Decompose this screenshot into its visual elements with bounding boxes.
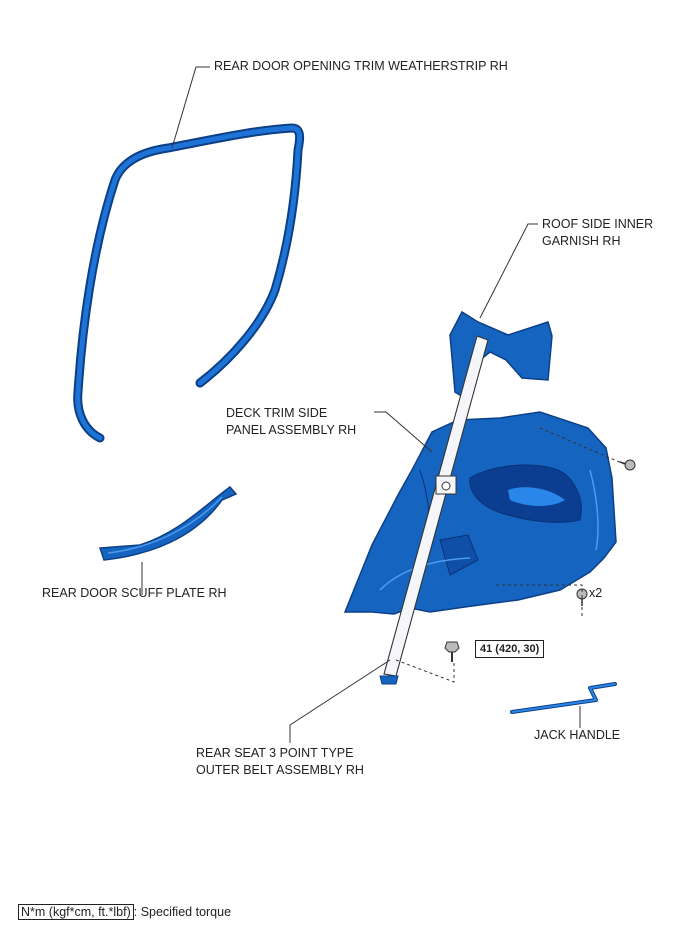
label-deck-trim-line2: PANEL ASSEMBLY RH <box>226 423 357 437</box>
deck-trim-side-panel-part <box>343 411 617 615</box>
label-seat-belt-line2: OUTER BELT ASSEMBLY RH <box>196 763 364 777</box>
label-roof-garnish: ROOF SIDE INNER GARNISH RH <box>542 216 653 250</box>
label-deck-trim: DECK TRIM SIDE PANEL ASSEMBLY RH <box>226 405 356 439</box>
torque-value-box: 41 (420, 30) <box>475 640 545 658</box>
scuff-plate-part <box>98 485 238 561</box>
label-roof-garnish-line1: ROOF SIDE INNER <box>542 217 654 231</box>
label-roof-garnish-line2: GARNISH RH <box>542 234 621 248</box>
torque-legend-text: : Specified torque <box>133 905 232 919</box>
label-weatherstrip: REAR DOOR OPENING TRIM WEATHERSTRIP RH <box>214 59 508 73</box>
clip-icon-upper <box>619 459 636 471</box>
label-clip-quantity: x2 <box>589 586 603 600</box>
jack-handle-part <box>510 682 617 714</box>
weatherstrip-part <box>73 123 305 443</box>
label-seat-belt: REAR SEAT 3 POINT TYPE OUTER BELT ASSEMB… <box>196 745 364 779</box>
dashed-guides <box>395 427 625 683</box>
torque-unit-box: N*m (kgf*cm, ft.*lbf) <box>18 904 134 920</box>
leader-lines <box>141 66 581 743</box>
label-seat-belt-line1: REAR SEAT 3 POINT TYPE <box>196 746 354 760</box>
label-deck-trim-line1: DECK TRIM SIDE <box>226 406 328 420</box>
bolt-icon <box>444 641 460 662</box>
label-jack-handle: JACK HANDLE <box>534 728 621 742</box>
seat-belt-part <box>379 335 489 685</box>
label-scuff-plate: REAR DOOR SCUFF PLATE RH <box>42 586 227 600</box>
torque-legend: N*m (kgf*cm, ft.*lbf): Specified torque <box>18 904 232 920</box>
